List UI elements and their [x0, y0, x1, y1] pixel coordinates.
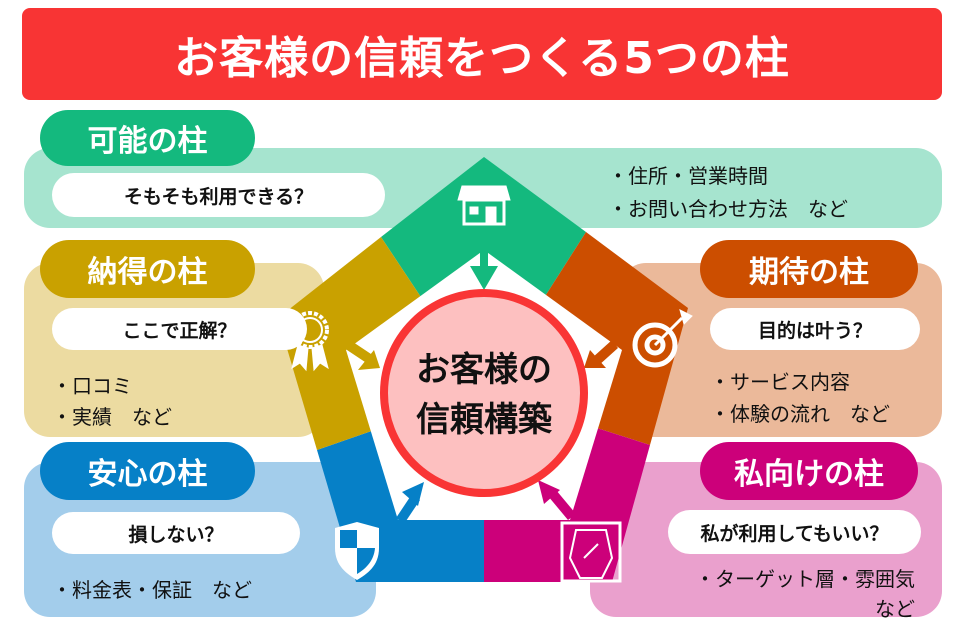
nattoku-label: 納得の柱 — [40, 240, 255, 298]
target-icon — [632, 309, 693, 368]
center-line-1: お客様の — [416, 350, 552, 390]
center-label: お客様の 信頼構築 — [384, 345, 584, 445]
mirror-icon — [560, 521, 622, 583]
anshin-bullet-1: ・料金表・保証 など — [52, 578, 252, 602]
arrow-nattoku — [344, 340, 380, 370]
kanou-bullet-1: ・住所・営業時間 — [608, 164, 768, 188]
watashimuke-label: 私向けの柱 — [700, 442, 918, 500]
store-icon — [457, 185, 511, 226]
kitai-bullet-1: ・サービス内容 — [710, 370, 850, 394]
watashimuke-bullet-2: など — [875, 597, 915, 621]
kanou-bullet-2: ・お問い合わせ方法 など — [608, 197, 848, 221]
kitai-question: 目的は叶う？ — [710, 308, 920, 350]
arrow-watashimuke — [538, 480, 576, 520]
watashimuke-question: 私が利用してもいい？ — [668, 510, 921, 554]
arrow-kitai — [584, 340, 618, 368]
kitai-label: 期待の柱 — [700, 240, 918, 298]
center-line-2: 信頼構築 — [416, 400, 552, 440]
kitai-bullet-2: ・体験の流れ など — [710, 402, 890, 426]
arrow-anshin — [396, 482, 424, 524]
nattoku-bullet-1: ・口コミ — [52, 374, 132, 398]
nattoku-bullet-2: ・実績 など — [52, 405, 172, 429]
nattoku-question: ここで正解？ — [52, 308, 307, 350]
kanou-question: そもそも利用できる？ — [52, 173, 385, 217]
anshin-label: 安心の柱 — [40, 442, 255, 500]
shield-icon — [335, 522, 379, 580]
award-ribbon-icon — [291, 311, 329, 372]
kanou-label: 可能の柱 — [40, 110, 255, 166]
anshin-question: 損しない？ — [52, 512, 300, 554]
page-title: お客様の信頼をつくる5つの柱 — [22, 8, 942, 100]
arrow-kanou — [470, 238, 498, 290]
watashimuke-bullet-1: ・ターゲット層・雰囲気 — [695, 567, 915, 591]
center-circle — [380, 289, 588, 497]
